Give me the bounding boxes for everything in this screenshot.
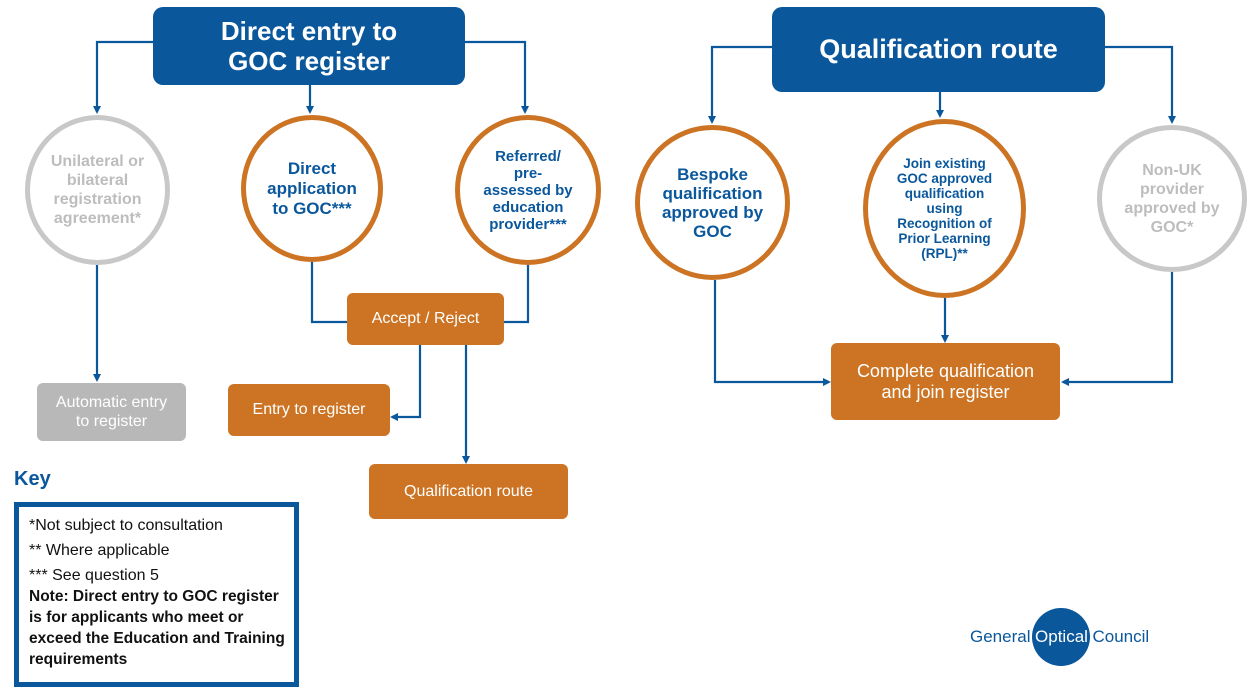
key-item: *Not subject to consultation bbox=[29, 517, 223, 534]
non-uk-provider-node: Non-UK provider approved by GOC* bbox=[1097, 125, 1247, 272]
key-box: *Not subject to consultation ** Where ap… bbox=[14, 502, 299, 687]
arrow-to-bespoke bbox=[708, 45, 772, 124]
unilateral-agreement-node: Unilateral or bilateral registration agr… bbox=[25, 115, 170, 265]
logo-circle: Optical bbox=[1032, 608, 1091, 666]
direct-entry-header: Direct entry to GOC register bbox=[153, 7, 465, 85]
arrow-bespoke-to-complete bbox=[713, 280, 831, 386]
key-note: Note: Direct entry to GOC register is fo… bbox=[29, 588, 285, 668]
arrow-nonuk-to-complete bbox=[1061, 272, 1174, 386]
direct-application-node: Direct application to GOC*** bbox=[241, 115, 383, 262]
complete-qualification-box: Complete qualification and join register bbox=[831, 343, 1060, 420]
key-title: Key bbox=[14, 468, 51, 490]
qualification-route-box: Qualification route bbox=[369, 464, 568, 519]
goc-logo: General Optical Council bbox=[970, 608, 1190, 666]
qualification-route-header: Qualification route bbox=[772, 7, 1105, 92]
arrow-to-referred bbox=[465, 40, 529, 114]
logo-text-optical: Optical bbox=[1035, 627, 1088, 646]
accept-reject-box: Accept / Reject bbox=[347, 293, 504, 345]
referred-node: Referred/ pre- assessed by education pro… bbox=[455, 115, 601, 265]
arrow-to-unilateral bbox=[93, 40, 155, 114]
bespoke-qualification-node: Bespoke qualification approved by GOC bbox=[635, 125, 790, 280]
entry-to-register-box: Entry to register bbox=[228, 384, 390, 436]
automatic-entry-box: Automatic entry to register bbox=[37, 383, 186, 441]
line-direct-application-to-accept bbox=[310, 262, 347, 324]
join-existing-qualification-node: Join existing GOC approved qualification… bbox=[863, 119, 1026, 298]
arrow-to-non-uk bbox=[1105, 45, 1176, 124]
line-referred-to-accept bbox=[504, 265, 530, 324]
logo-text-general: General bbox=[970, 627, 1031, 646]
logo-text-council: Council bbox=[1092, 627, 1150, 646]
key-item: ** Where applicable bbox=[29, 542, 170, 559]
arrow-to-entry-to-register bbox=[390, 345, 422, 421]
key-item: *** See question 5 bbox=[29, 567, 159, 584]
